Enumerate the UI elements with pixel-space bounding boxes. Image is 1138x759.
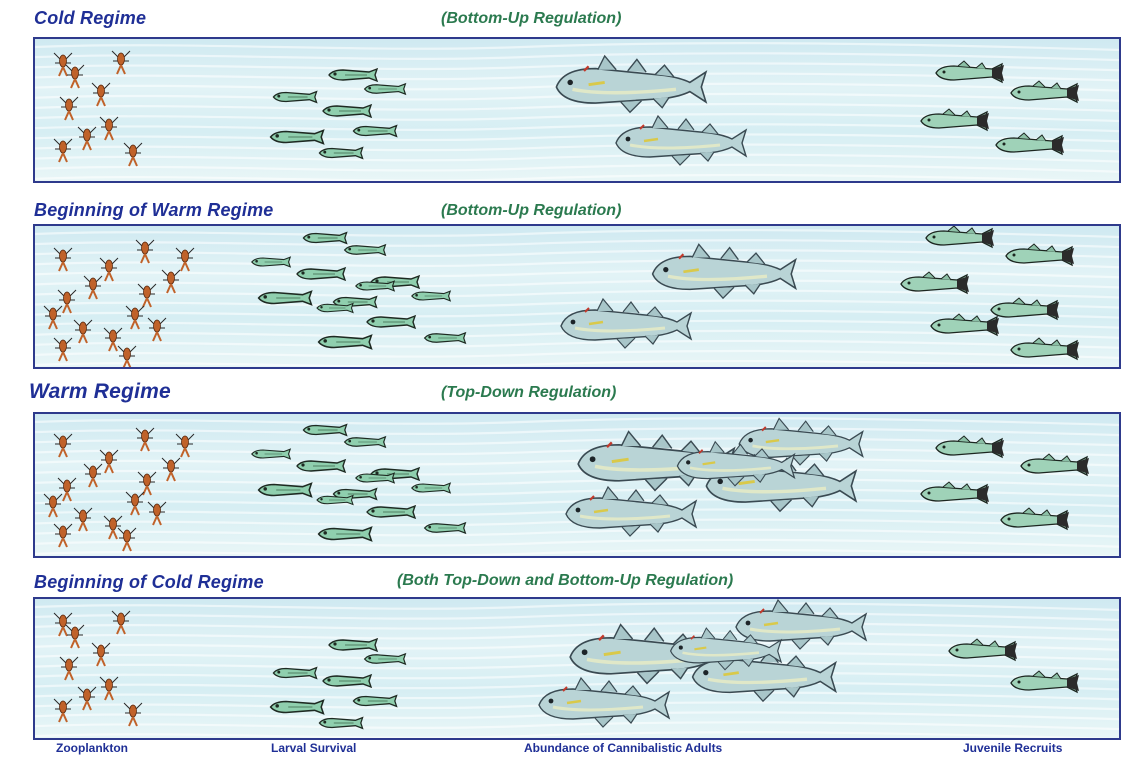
zooplankton-icon bbox=[176, 248, 194, 271]
panel-title-cold-regime: Cold Regime bbox=[34, 8, 146, 29]
adult-pollock-icon bbox=[566, 487, 696, 536]
panel-beginning-warm bbox=[33, 224, 1121, 369]
larval-fish-icon bbox=[297, 268, 345, 280]
zooplankton-icon bbox=[54, 699, 72, 722]
juvenile-fish-icon bbox=[996, 133, 1064, 154]
panel-scene bbox=[35, 39, 1119, 181]
juvenile-fish-icon bbox=[1006, 244, 1074, 265]
larval-fish-icon bbox=[353, 126, 396, 137]
panel-cold-regime bbox=[33, 37, 1121, 183]
larval-fish-icon bbox=[271, 700, 324, 713]
larval-fish-icon bbox=[297, 460, 345, 472]
footer-label-juvenile-recruits: Juvenile Recruits bbox=[963, 741, 1062, 755]
larval-fish-icon bbox=[365, 84, 406, 94]
larval-fish-icon bbox=[365, 654, 406, 664]
larval-fish-icon bbox=[259, 483, 312, 496]
panel-scene bbox=[35, 414, 1119, 556]
zooplankton-icon bbox=[54, 248, 72, 271]
larval-fish-icon bbox=[271, 130, 324, 143]
panel-beginning-cold bbox=[33, 597, 1121, 740]
regulation-label-warm-regime: (Top-Down Regulation) bbox=[441, 384, 616, 402]
panel-warm-regime bbox=[33, 412, 1121, 558]
zooplankton-icon bbox=[126, 306, 144, 329]
regulation-label-cold-regime: (Bottom-Up Regulation) bbox=[441, 10, 621, 28]
zooplankton-icon bbox=[148, 318, 166, 341]
zooplankton-icon bbox=[84, 276, 102, 299]
regulation-label-beginning-cold: (Both Top-Down and Bottom-Up Regulation) bbox=[397, 572, 733, 590]
panel-scene bbox=[35, 599, 1119, 738]
regulation-label-beginning-warm: (Bottom-Up Regulation) bbox=[441, 202, 621, 220]
larval-fish-icon bbox=[259, 291, 312, 304]
panel-title-warm-regime: Warm Regime bbox=[29, 380, 171, 404]
juvenile-fish-icon bbox=[1001, 508, 1069, 529]
juvenile-fish-icon bbox=[901, 272, 969, 293]
juvenile-fish-icon bbox=[931, 314, 999, 335]
zooplankton-icon bbox=[78, 687, 96, 710]
footer-label-cannibalistic-adults: Abundance of Cannibalistic Adults bbox=[524, 741, 722, 755]
panel-title-beginning-warm: Beginning of Warm Regime bbox=[34, 200, 274, 221]
larval-fish-icon bbox=[412, 291, 450, 301]
panel-scene bbox=[35, 226, 1119, 367]
larval-fish-icon bbox=[252, 449, 290, 459]
larval-fish-icon bbox=[273, 92, 316, 103]
larval-fish-icon bbox=[323, 105, 371, 117]
zooplankton-icon bbox=[84, 464, 102, 487]
larval-fish-icon bbox=[319, 527, 372, 540]
footer-label-larval-survival: Larval Survival bbox=[271, 741, 356, 755]
zooplankton-icon bbox=[100, 677, 118, 700]
larval-fish-icon bbox=[345, 437, 386, 447]
juvenile-fish-icon bbox=[936, 436, 1004, 457]
zooplankton-icon bbox=[54, 434, 72, 457]
zooplankton-icon bbox=[104, 516, 122, 539]
zooplankton-icon bbox=[54, 338, 72, 361]
juvenile-fish-icon bbox=[921, 482, 989, 503]
juvenile-fish-icon bbox=[936, 61, 1004, 82]
zooplankton-icon bbox=[176, 434, 194, 457]
zooplankton-icon bbox=[44, 306, 62, 329]
juvenile-fish-icon bbox=[1021, 454, 1089, 475]
larval-fish-icon bbox=[425, 333, 466, 343]
zooplankton-icon bbox=[100, 258, 118, 281]
panel-title-beginning-cold: Beginning of Cold Regime bbox=[34, 572, 264, 593]
larval-fish-icon bbox=[367, 506, 415, 518]
footer-label-zooplankton: Zooplankton bbox=[56, 741, 128, 755]
